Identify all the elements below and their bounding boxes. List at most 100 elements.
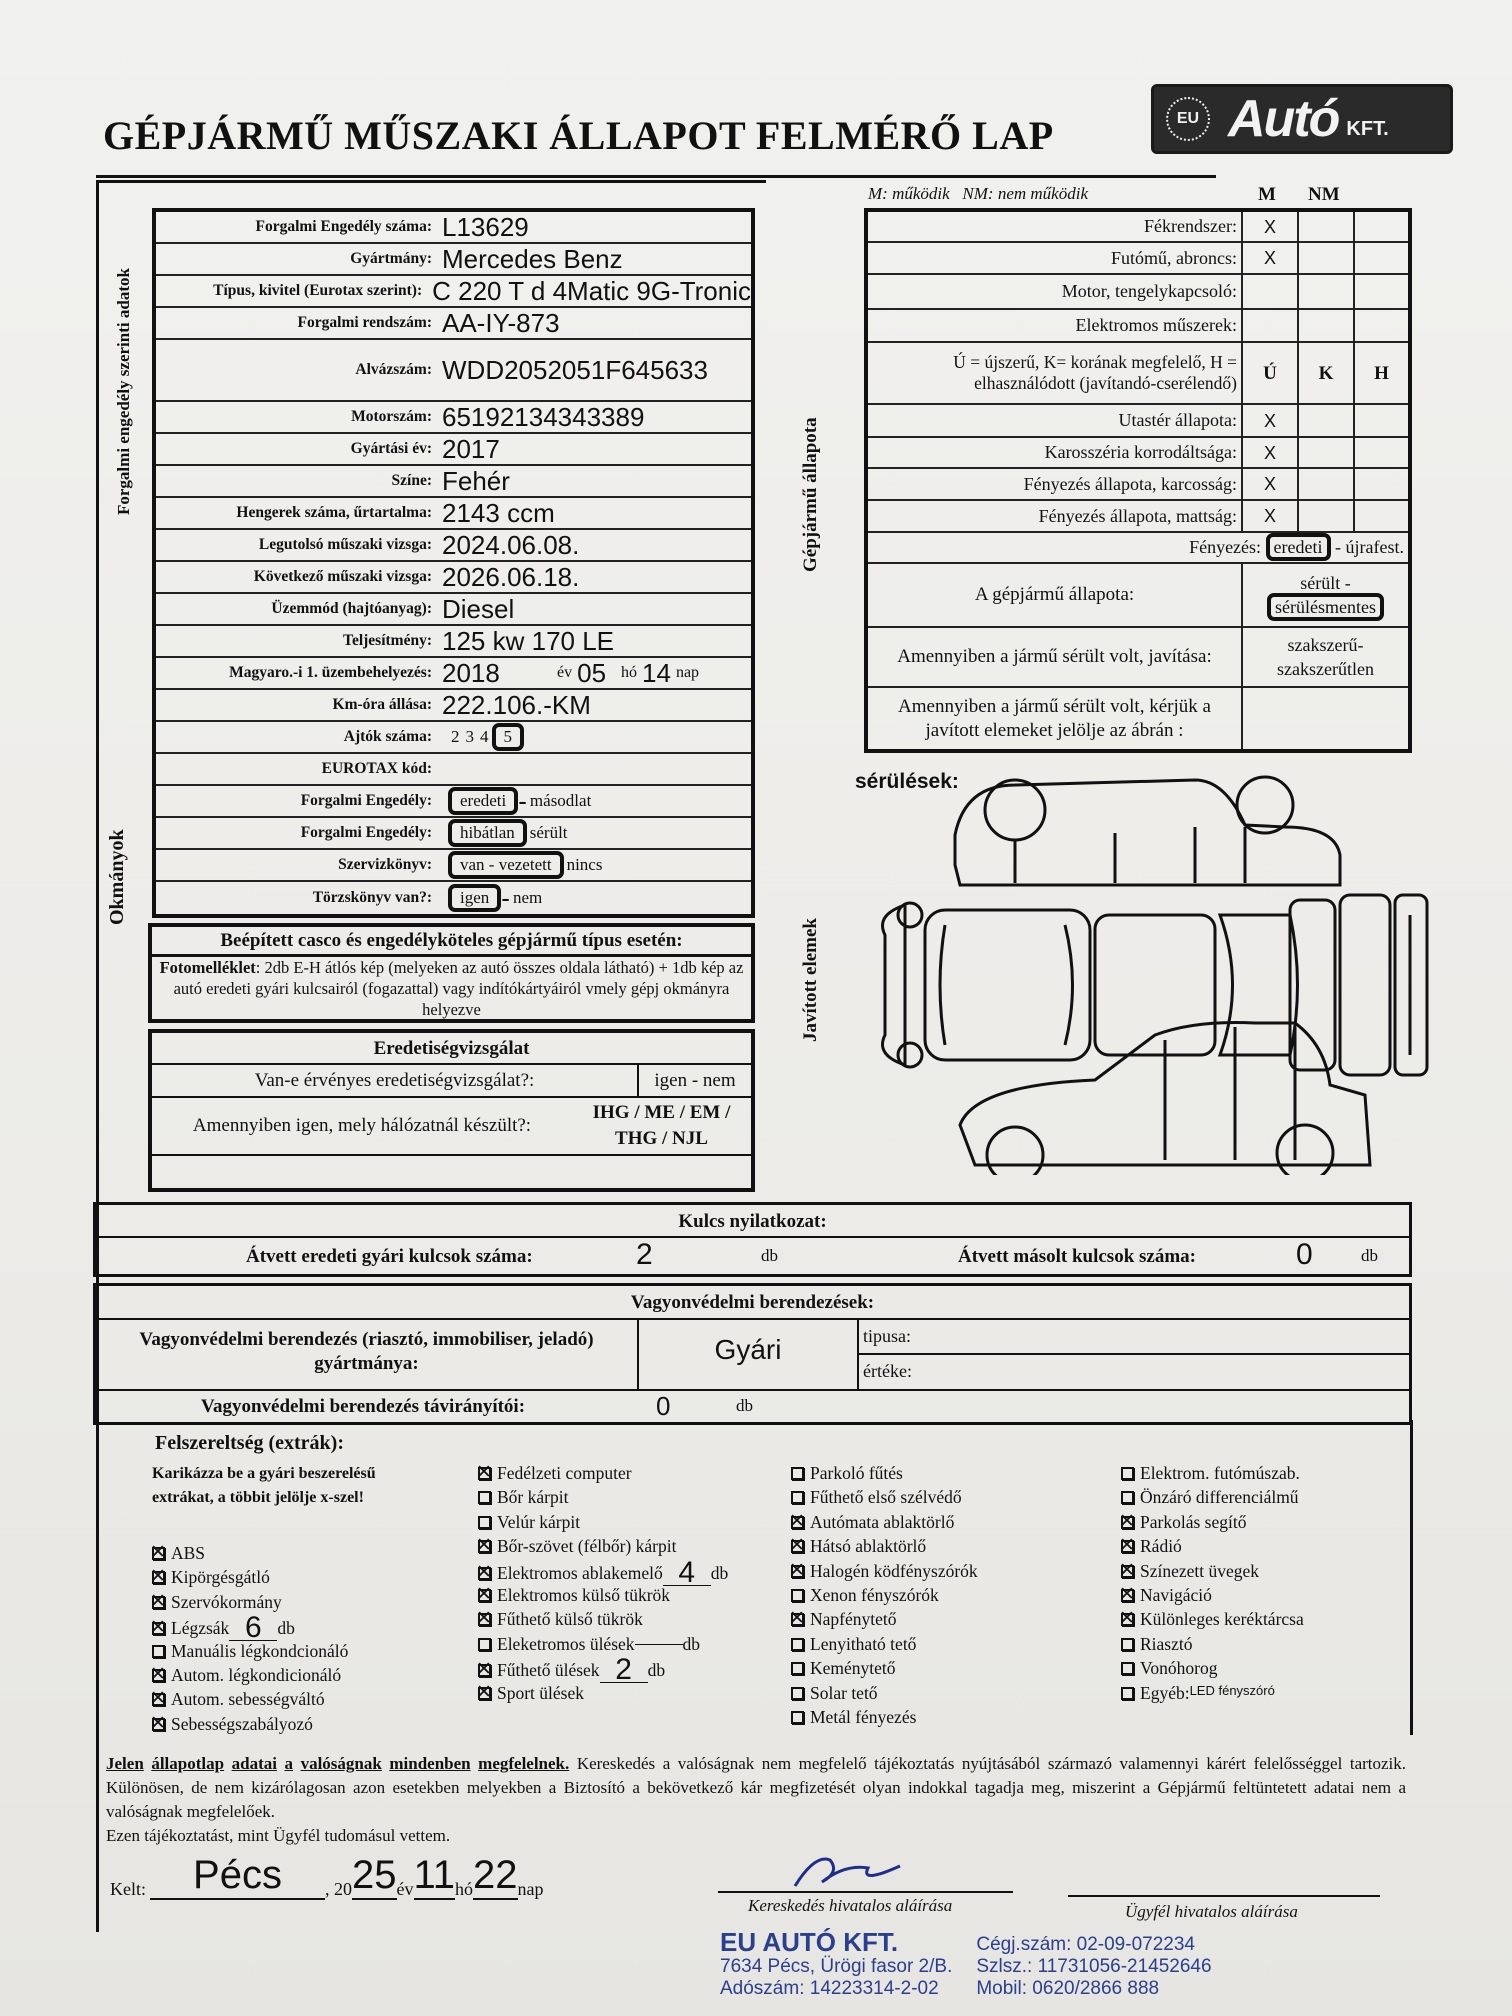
extras-item-count[interactable]: 4 (662, 1557, 711, 1587)
field-value[interactable]: 2026.06.18. (442, 561, 580, 592)
extras-item[interactable]: Bőr-szövet (félbőr) kárpit (476, 1534, 676, 1557)
checkbox[interactable] (791, 1686, 804, 1700)
extras-item[interactable]: Vonóhorog (1121, 1658, 1217, 1679)
option-3[interactable]: 5 (491, 723, 524, 751)
day-field[interactable]: 22 (473, 1853, 518, 1900)
dealer-signature-line[interactable] (718, 1891, 1013, 1893)
field-value[interactable]: 125 kw 170 LE (442, 625, 615, 656)
checkbox[interactable] (1119, 1534, 1135, 1556)
extras-item[interactable]: Egyéb:LED fényszóró (1121, 1683, 1275, 1704)
checkbox[interactable] (1121, 1662, 1134, 1676)
checkbox[interactable] (791, 1589, 804, 1602)
field-value[interactable]: 222.106.-KM (442, 689, 591, 720)
checkbox[interactable] (476, 1561, 492, 1583)
extras-item[interactable]: Manuális légkondcionáló (152, 1641, 348, 1662)
option-1[interactable]: 3 (465, 727, 475, 746)
month-value[interactable]: 05 (577, 657, 607, 688)
extras-item[interactable]: Hátsó ablaktörlő (789, 1534, 926, 1557)
checkbox[interactable] (1119, 1510, 1135, 1532)
car-damage-diagram[interactable] (865, 765, 1435, 1175)
extras-item[interactable]: Napfénytető (789, 1607, 897, 1630)
extras-item[interactable]: Autom. sebességváltó (150, 1687, 325, 1710)
field-value[interactable]: C 220 T d 4Matic 9G-Tronic (432, 275, 751, 306)
extras-item[interactable]: Kipörgésgátló (150, 1565, 270, 1588)
field-value[interactable]: 2024.06.08. (442, 529, 580, 560)
field-value[interactable]: 2143 ccm (442, 497, 555, 528)
option-1[interactable]: másodlat (529, 791, 592, 810)
extras-item[interactable]: Sport ülések (476, 1681, 584, 1704)
checkbox[interactable] (150, 1565, 166, 1587)
checkbox[interactable] (791, 1637, 804, 1651)
checkbox[interactable] (150, 1663, 166, 1685)
option-0[interactable]: van - vezetett (448, 851, 564, 879)
checkbox[interactable] (789, 1559, 805, 1581)
checkbox[interactable] (150, 1687, 166, 1709)
extras-item[interactable]: Navigáció (1119, 1583, 1212, 1606)
checkbox[interactable] (1119, 1559, 1135, 1581)
extras-item[interactable]: Különleges keréktárcsa (1119, 1607, 1304, 1630)
place-field[interactable]: Pécs (150, 1853, 325, 1900)
checkbox[interactable] (791, 1491, 804, 1505)
extras-item[interactable]: Színezett üvegek (1119, 1559, 1259, 1582)
extras-item[interactable]: Bőr kárpit (478, 1487, 568, 1508)
month-field[interactable]: 11 (413, 1853, 456, 1900)
extras-item[interactable]: Riasztó (1121, 1634, 1193, 1655)
day-value[interactable]: 14 (642, 657, 671, 688)
field-value[interactable]: AA-IY-873 (442, 307, 560, 338)
option-0[interactable]: eredeti (448, 787, 519, 815)
extras-item-count[interactable]: 2 (599, 1655, 648, 1685)
checkbox[interactable] (789, 1534, 805, 1556)
extras-item[interactable]: Keménytető (791, 1658, 896, 1679)
checkbox[interactable] (1121, 1467, 1134, 1480)
field-value[interactable]: 65192134343389 (442, 401, 645, 432)
checkbox[interactable] (791, 1467, 804, 1480)
option-0[interactable]: hibátlan (448, 819, 527, 847)
checkbox[interactable] (152, 1644, 165, 1658)
extras-item[interactable]: Elektromos külső tükrök (476, 1583, 670, 1606)
extras-item[interactable]: Parkoló fűtés (791, 1463, 903, 1484)
extras-item[interactable]: Lenyitható tető (791, 1634, 916, 1655)
option-2[interactable]: 4 (480, 727, 489, 746)
checkbox[interactable] (150, 1541, 166, 1563)
checkbox[interactable] (476, 1461, 492, 1483)
checkbox[interactable] (476, 1534, 492, 1556)
checkbox[interactable] (478, 1515, 491, 1529)
extras-item[interactable]: Parkolás segítő (1119, 1510, 1246, 1533)
checkbox[interactable] (1121, 1686, 1134, 1700)
extras-item[interactable]: Önzáró differenciálmű (1121, 1487, 1299, 1508)
checkbox[interactable] (1121, 1637, 1134, 1651)
extras-item[interactable]: Autom. légkondicionáló (150, 1663, 341, 1686)
checkbox[interactable] (791, 1711, 804, 1724)
year-field[interactable]: 25 (352, 1853, 397, 1900)
extras-item[interactable]: Elektrom. futómúszab. (1121, 1463, 1300, 1484)
checkbox[interactable] (476, 1658, 492, 1680)
field-value[interactable]: Mercedes Benz (442, 243, 623, 274)
checkbox[interactable] (150, 1712, 166, 1734)
checkbox[interactable] (789, 1607, 805, 1629)
extras-item[interactable]: Metál fényezés (791, 1707, 916, 1728)
field-value[interactable]: Diesel (442, 593, 515, 624)
field-value[interactable]: L13629 (442, 211, 529, 242)
extras-item[interactable]: Solar tető (791, 1683, 878, 1704)
extras-item[interactable]: Sebességszabályozó (150, 1712, 313, 1735)
checkbox[interactable] (150, 1616, 166, 1638)
option-1[interactable]: nem (512, 888, 543, 907)
extras-item[interactable]: Velúr kárpit (478, 1512, 580, 1533)
year-value[interactable]: 2018 (442, 657, 500, 688)
extras-item-count[interactable] (634, 1643, 683, 1645)
option-1[interactable]: nincs (566, 855, 603, 874)
checkbox[interactable] (1119, 1607, 1135, 1629)
checkbox[interactable] (476, 1607, 492, 1629)
extras-item[interactable]: Autómata ablaktörlő (789, 1510, 954, 1533)
checkbox[interactable] (478, 1491, 491, 1505)
field-value[interactable]: Fehér (442, 465, 510, 496)
extras-item-count[interactable]: 6 (229, 1613, 278, 1643)
checkbox[interactable] (476, 1583, 492, 1605)
checkbox[interactable] (478, 1637, 491, 1651)
option-0[interactable]: 2 (451, 727, 460, 746)
extras-item[interactable]: Fűthető külső tükrök (476, 1607, 643, 1630)
checkbox[interactable] (476, 1681, 492, 1703)
